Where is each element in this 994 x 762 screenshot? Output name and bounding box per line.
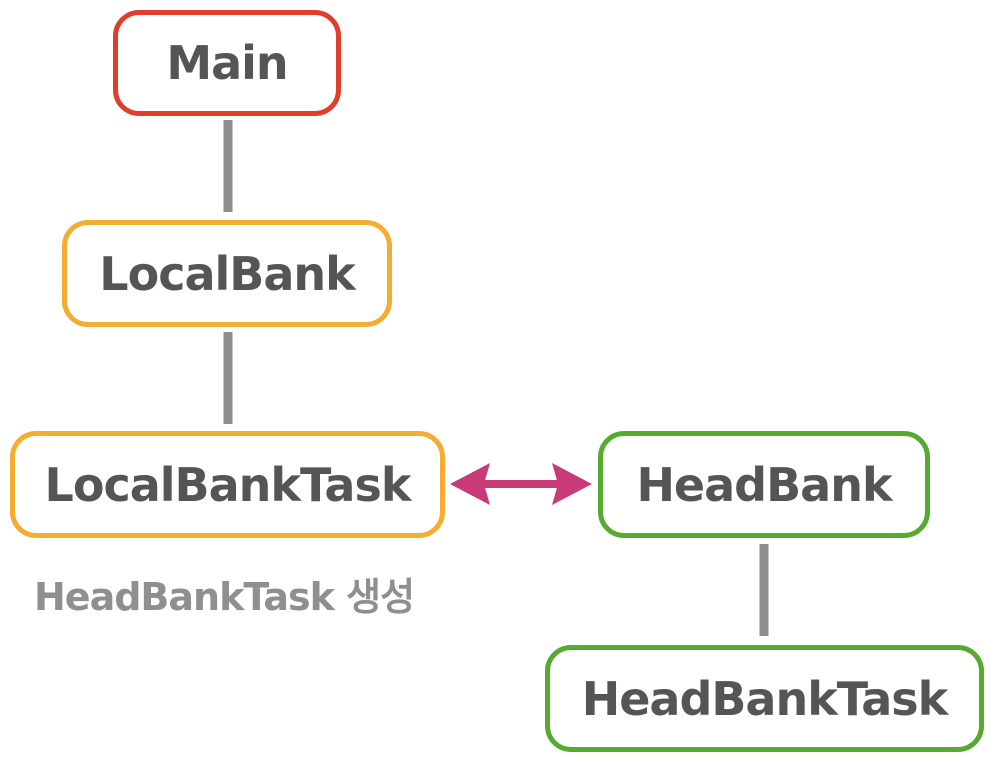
head-bank-node-label: HeadBank [636,457,892,512]
arrow-head-right [552,463,592,505]
local-bank-task-node: LocalBankTask [10,431,445,538]
head-bank-task-creation-caption: HeadBankTask 생성 [34,575,415,619]
local-bank-node: LocalBank [62,220,392,327]
local-bank-node-label: LocalBank [99,246,355,301]
main-node-label: Main [166,36,288,90]
main-node: Main [113,10,341,116]
arrow-head-left [450,463,490,505]
local-bank-task-node-label: LocalBankTask [44,457,412,512]
head-bank-task-node-label: HeadBankTask [581,671,949,726]
head-bank-node: HeadBank [598,431,930,538]
head-bank-task-node: HeadBankTask [545,645,984,752]
bidirectional-arrow [450,463,592,505]
